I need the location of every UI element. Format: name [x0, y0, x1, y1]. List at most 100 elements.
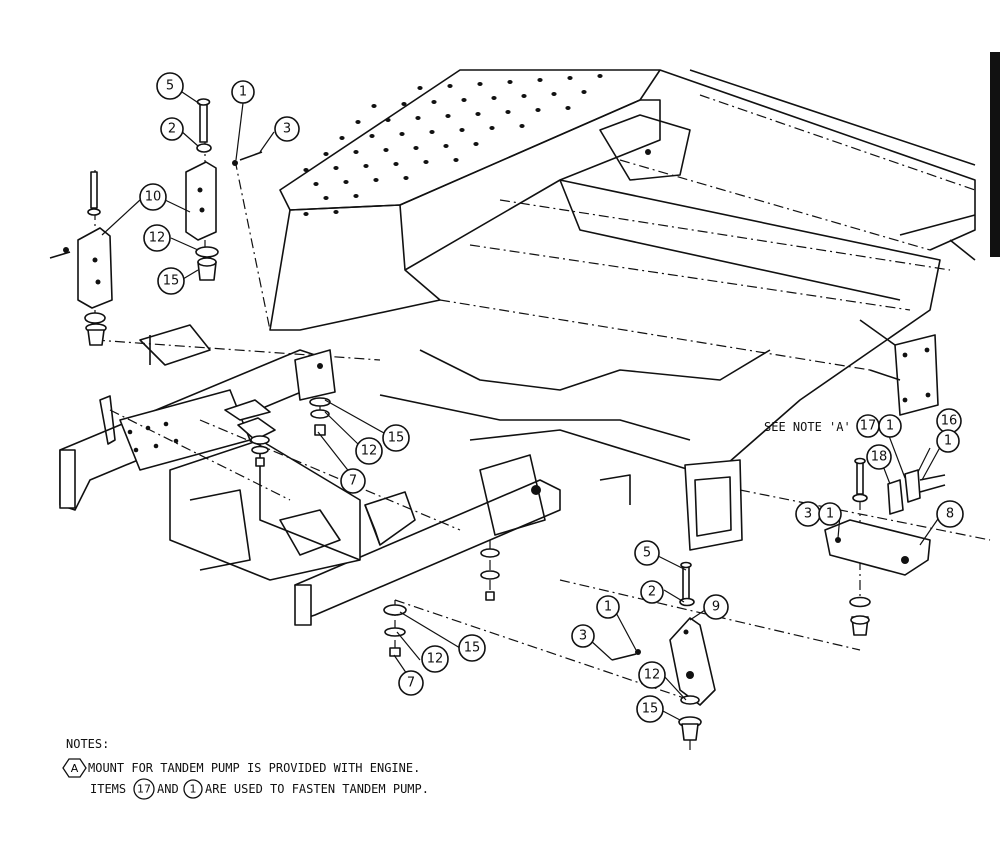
callout-9: 9 — [703, 594, 729, 620]
callout-1e: 1 — [596, 595, 620, 619]
perforation-hole — [475, 112, 481, 116]
perforation-hole — [371, 104, 377, 108]
perforation-hole — [461, 98, 467, 102]
svg-text:2: 2 — [168, 122, 176, 137]
perforation-hole — [403, 176, 409, 180]
perforation-hole — [477, 82, 483, 86]
perforation-hole — [385, 118, 391, 122]
perforation-hole — [303, 168, 309, 172]
svg-text:12: 12 — [644, 668, 661, 683]
perforation-hole — [429, 130, 435, 134]
items-prefix: ITEMS — [90, 782, 126, 796]
notes-heading: NOTES: — [66, 737, 109, 751]
svg-text:A: A — [71, 762, 79, 775]
svg-text:7: 7 — [349, 474, 357, 489]
callout-15d: 15 — [458, 634, 486, 662]
perforation-hole — [431, 100, 437, 104]
callout-2a: 2 — [160, 117, 184, 141]
perforation-hole — [417, 86, 423, 90]
svg-text:8: 8 — [946, 507, 954, 522]
perforation-hole — [373, 178, 379, 182]
items-suffix: ARE USED TO FASTEN TANDEM PUMP. — [205, 782, 429, 796]
perforation-hole — [333, 210, 339, 214]
perforation-hole — [303, 212, 309, 216]
perforation-hole — [567, 76, 573, 80]
svg-text:2: 2 — [648, 585, 656, 600]
svg-text:3: 3 — [579, 629, 587, 644]
svg-text:1: 1 — [826, 507, 834, 522]
perforation-hole — [489, 126, 495, 130]
callout-10: 10 — [139, 183, 167, 211]
perforation-hole — [369, 134, 375, 138]
callout-15c: 15 — [636, 695, 664, 723]
perforation-hole — [353, 150, 359, 154]
callout-12c: 12 — [638, 661, 666, 689]
perforation-hole — [519, 124, 525, 128]
svg-text:15: 15 — [163, 274, 180, 289]
note-a-symbol: A — [62, 758, 87, 778]
items-and: AND — [157, 782, 179, 796]
callout-3c: 3 — [571, 624, 595, 648]
callout-12d: 12 — [421, 645, 449, 673]
perforation-hole — [473, 142, 479, 146]
perforation-hole — [313, 182, 319, 186]
items-1-bubble: 1 — [183, 779, 203, 799]
lower-cross-member-left — [59, 324, 331, 511]
svg-text:17: 17 — [137, 783, 151, 796]
svg-text:5: 5 — [643, 546, 651, 561]
rear-mounting-plate — [859, 319, 939, 416]
svg-text:15: 15 — [642, 702, 659, 717]
upper-left-bracket-assembly — [49, 98, 263, 346]
svg-text:1: 1 — [944, 434, 952, 449]
svg-text:18: 18 — [871, 450, 888, 465]
perforation-hole — [581, 90, 587, 94]
svg-text:16: 16 — [941, 414, 958, 429]
callout-3b: 3 — [795, 501, 821, 527]
svg-text:12: 12 — [149, 231, 166, 246]
perforation-hole — [413, 146, 419, 150]
perforation-hole — [535, 108, 541, 112]
svg-text:1: 1 — [604, 600, 612, 615]
perforation-hole — [383, 148, 389, 152]
svg-text:1: 1 — [190, 783, 197, 796]
perforation-hole — [445, 114, 451, 118]
svg-text:10: 10 — [145, 190, 162, 205]
svg-text:17: 17 — [860, 419, 877, 434]
right-side-rail — [469, 429, 743, 551]
callout-2b: 2 — [640, 580, 664, 604]
perforation-hole — [565, 106, 571, 110]
perforation-hole — [339, 136, 345, 140]
pump-mounting-bracket — [824, 457, 946, 636]
svg-text:15: 15 — [388, 431, 405, 446]
items-17-bubble: 17 — [133, 778, 155, 800]
callout-1a: 1 — [231, 80, 255, 104]
perforation-hole — [415, 116, 421, 120]
perforation-hole — [355, 120, 361, 124]
perforation-hole — [551, 92, 557, 96]
perforation-hole — [537, 78, 543, 82]
svg-text:3: 3 — [283, 122, 291, 137]
page-edge-tab — [990, 52, 1000, 257]
callout-15b: 15 — [382, 424, 410, 452]
perforation-hole — [343, 180, 349, 184]
perforation-hole — [399, 132, 405, 136]
perforation-hole — [459, 128, 465, 132]
perforation-hole — [453, 158, 459, 162]
right-front-bracket — [611, 561, 716, 741]
perforation-hole — [447, 84, 453, 88]
notes-block: NOTES: A MOUNT FOR TANDEM PUMP IS PROVID… — [62, 737, 429, 800]
svg-text:7: 7 — [407, 676, 415, 691]
perforation-hole — [507, 80, 513, 84]
callout-5a: 5 — [156, 72, 184, 100]
callout-15a: 15 — [157, 267, 185, 295]
callout-17: 17 — [856, 414, 880, 438]
perforation-hole — [521, 94, 527, 98]
callout-12b: 12 — [355, 437, 383, 465]
perforation-hole — [443, 144, 449, 148]
note-a-text: MOUNT FOR TANDEM PUMP IS PROVIDED WITH E… — [88, 761, 420, 775]
perforation-hole — [505, 110, 511, 114]
center-isolator-stack — [224, 349, 336, 467]
perforation-hole — [401, 102, 407, 106]
deck-perforation-holes — [303, 74, 603, 216]
